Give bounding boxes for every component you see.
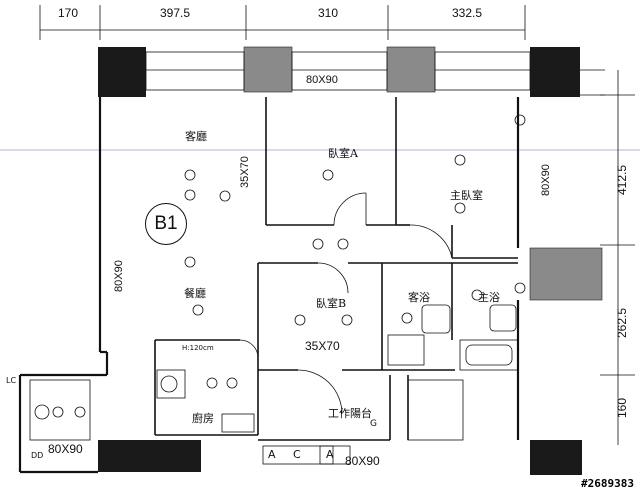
room-living: 客廳 [185,130,207,143]
listing-watermark: #2689383 [579,477,636,490]
interior-walls [154,97,518,441]
room-kitchen: 廚房 [192,412,214,425]
ac-markers [262,445,351,465]
size-bottom-left: 80X90 [48,442,83,456]
exterior-walls [18,97,520,474]
room-master-bedroom: 主臥室 [450,189,483,202]
dim-top-4: 332.5 [452,6,483,20]
room-dining: 餐廳 [184,287,206,300]
ac-label-left: A [268,448,276,461]
room-bedroom-a: 臥室A [328,147,358,160]
top-dimension-line [39,5,526,40]
dim-top-2: 397.5 [160,6,191,20]
fixtures [29,304,519,441]
room-work-balcony: 工作陽台 [328,407,372,420]
kitchen-height-note: H:120cm [182,344,214,352]
right-dimension-line [600,70,635,445]
dim-top-1: 170 [58,6,79,20]
dim-right-1: 412.5 [615,164,629,195]
door-arcs [239,192,453,415]
top-window-band [145,51,605,96]
dim-right-3: 160 [615,397,629,418]
structural-columns [98,47,582,475]
size-bedroom-b: 35X70 [305,339,340,353]
dim-right-2: 262.5 [615,307,629,338]
dim-top-3: 310 [318,6,339,20]
size-right-wall: 80X90 [540,164,552,196]
room-master-bath: 主浴 [478,291,500,304]
size-window-top: 80X90 [306,74,338,86]
lc-label: LC [6,376,17,385]
light-fixtures [52,114,526,418]
gray-columns [243,46,603,301]
g-label: G [370,419,377,429]
size-column-left: 35X70 [239,156,251,188]
size-bottom-right: 80X90 [345,454,380,468]
ac-label-right: A [326,448,334,461]
size-left-wall: 80X90 [113,260,125,292]
unit-label: B1 [145,203,187,245]
ac-label-c: C [293,448,301,461]
room-guest-bath: 客浴 [408,291,430,304]
dd-label: DD [31,451,44,460]
room-bedroom-b: 臥室B [316,297,347,310]
